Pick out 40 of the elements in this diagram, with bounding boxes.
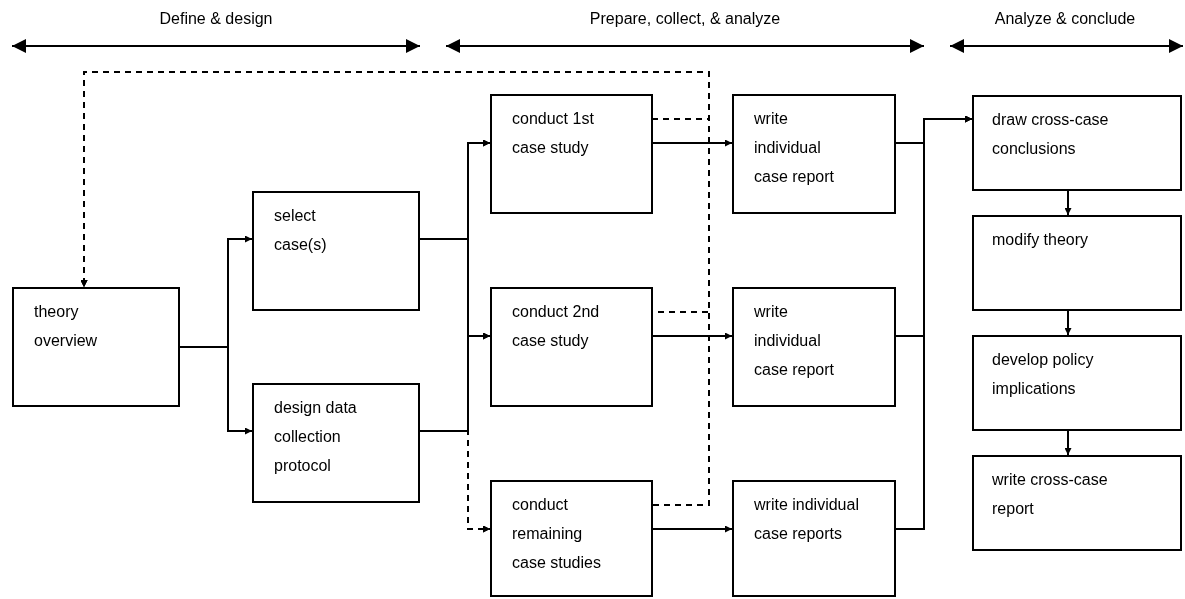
arrow bbox=[419, 430, 491, 533]
arrow bbox=[652, 525, 733, 533]
phase-label: Prepare, collect, & analyze bbox=[589, 10, 781, 28]
box-label: conduct 2nd case study bbox=[512, 302, 601, 351]
box-label: conduct remaining case studies bbox=[512, 495, 602, 573]
box-label: develop policy implications bbox=[992, 350, 1095, 399]
box-label: design data collection protocol bbox=[274, 398, 358, 476]
box-label: theory overview bbox=[34, 302, 99, 351]
arrow bbox=[652, 332, 733, 340]
process-box bbox=[972, 95, 1182, 191]
arrow bbox=[1064, 190, 1072, 216]
process-box bbox=[972, 455, 1182, 551]
box-label: write cross-case report bbox=[992, 470, 1109, 519]
box-label: write individual case report bbox=[754, 109, 836, 187]
phase-label: Analyze & conclude bbox=[994, 10, 1136, 28]
arrow bbox=[419, 332, 491, 432]
process-box bbox=[490, 287, 653, 407]
process-box bbox=[12, 287, 180, 407]
box-label: conduct 1st case study bbox=[512, 109, 595, 158]
process-box bbox=[732, 287, 896, 407]
arrow bbox=[652, 139, 733, 147]
process-box bbox=[252, 191, 420, 311]
arrow bbox=[1064, 430, 1072, 456]
process-box bbox=[252, 383, 420, 503]
box-label: draw cross-case conclusions bbox=[992, 110, 1110, 159]
process-box bbox=[490, 480, 653, 597]
phase-label: Define & design bbox=[159, 10, 273, 28]
box-label: write individual case report bbox=[754, 302, 836, 380]
process-box bbox=[732, 480, 896, 597]
arrow bbox=[179, 346, 253, 435]
arrow bbox=[895, 115, 973, 530]
process-box bbox=[972, 215, 1182, 311]
box-label: select case(s) bbox=[274, 206, 328, 255]
process-box bbox=[732, 94, 896, 214]
process-box bbox=[490, 94, 653, 214]
arrow bbox=[80, 71, 710, 506]
process-box bbox=[972, 335, 1182, 431]
arrow bbox=[1064, 310, 1072, 336]
box-label: write individual case reports bbox=[754, 495, 859, 544]
box-label: modify theory bbox=[992, 230, 1090, 250]
